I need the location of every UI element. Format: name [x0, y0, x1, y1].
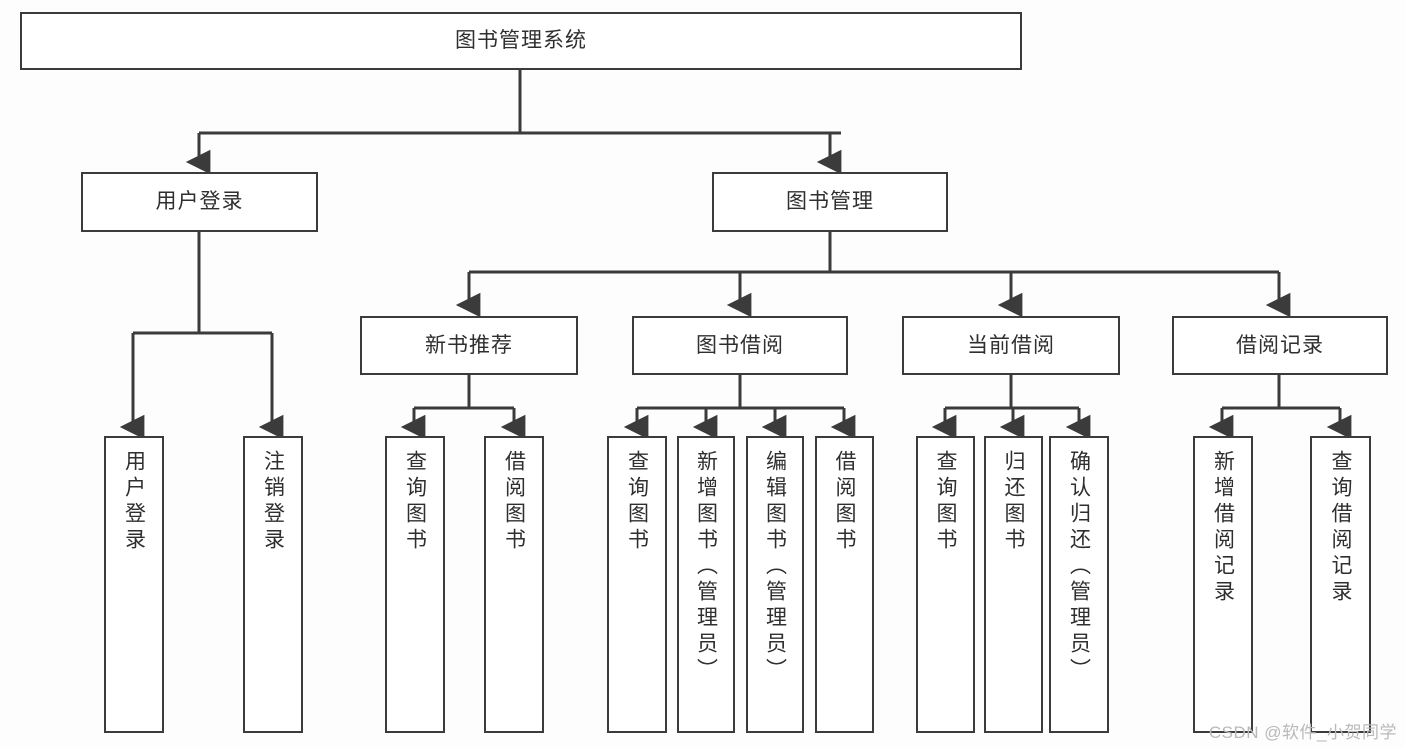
- node-label: 图书管理系统: [455, 29, 587, 53]
- node-root-book-management-system[interactable]: 图书管理系统: [20, 12, 1022, 70]
- node-label: 借阅图书: [502, 450, 526, 554]
- node-label: 查询图书: [934, 450, 957, 554]
- node-user-login[interactable]: 用户登录: [81, 172, 318, 232]
- node-label: 新增借阅记录: [1211, 450, 1235, 606]
- leaf-user-login-logout[interactable]: 注销登录: [243, 436, 303, 733]
- node-label: 查询图书: [625, 450, 649, 554]
- node-label: 用户登录: [155, 190, 244, 214]
- node-label: 归还图书: [1002, 450, 1025, 554]
- leaf-user-login-login[interactable]: 用户登录: [104, 436, 164, 733]
- leaf-new-book-query-book[interactable]: 查询图书: [385, 436, 445, 733]
- node-book-borrow[interactable]: 图书借阅: [632, 316, 848, 375]
- node-label: 用户登录: [122, 450, 146, 554]
- node-label: 查询图书: [403, 450, 427, 554]
- node-borrow-record[interactable]: 借阅记录: [1172, 316, 1388, 375]
- node-label: 注销登录: [261, 450, 285, 554]
- csdn-watermark: CSDN @软件_小贺同学: [1208, 723, 1397, 742]
- node-label: 新书推荐: [425, 333, 513, 357]
- node-label: 借阅图书: [833, 450, 856, 554]
- leaf-current-borrow-return-book[interactable]: 归还图书: [984, 436, 1043, 733]
- leaf-current-borrow-confirm-return-admin[interactable]: 确认归还（管理员）: [1049, 436, 1109, 733]
- node-label: 当前借阅: [967, 333, 1055, 357]
- leaf-borrow-record-add-record[interactable]: 新增借阅记录: [1193, 436, 1253, 733]
- leaf-current-borrow-query-book[interactable]: 查询图书: [916, 436, 975, 733]
- node-new-book-recommend[interactable]: 新书推荐: [360, 316, 578, 375]
- leaf-book-borrow-borrow-book[interactable]: 借阅图书: [815, 436, 874, 733]
- node-book-management[interactable]: 图书管理: [712, 172, 948, 232]
- node-label: 新增图书（管理员）: [694, 450, 718, 684]
- node-label: 确认归还（管理员）: [1067, 450, 1091, 684]
- node-label: 查询借阅记录: [1329, 450, 1352, 606]
- node-current-borrow[interactable]: 当前借阅: [902, 316, 1120, 375]
- node-label: 编辑图书（管理员）: [763, 450, 787, 684]
- node-label: 借阅记录: [1236, 333, 1324, 357]
- node-label: 图书管理: [786, 190, 874, 214]
- leaf-borrow-record-query-record[interactable]: 查询借阅记录: [1310, 436, 1371, 733]
- leaf-book-borrow-add-book-admin[interactable]: 新增图书（管理员）: [677, 436, 735, 733]
- leaf-book-borrow-query-book[interactable]: 查询图书: [607, 436, 667, 733]
- leaf-new-book-borrow-book[interactable]: 借阅图书: [484, 436, 544, 733]
- node-label: 图书借阅: [696, 333, 784, 357]
- leaf-book-borrow-edit-book-admin[interactable]: 编辑图书（管理员）: [746, 436, 804, 733]
